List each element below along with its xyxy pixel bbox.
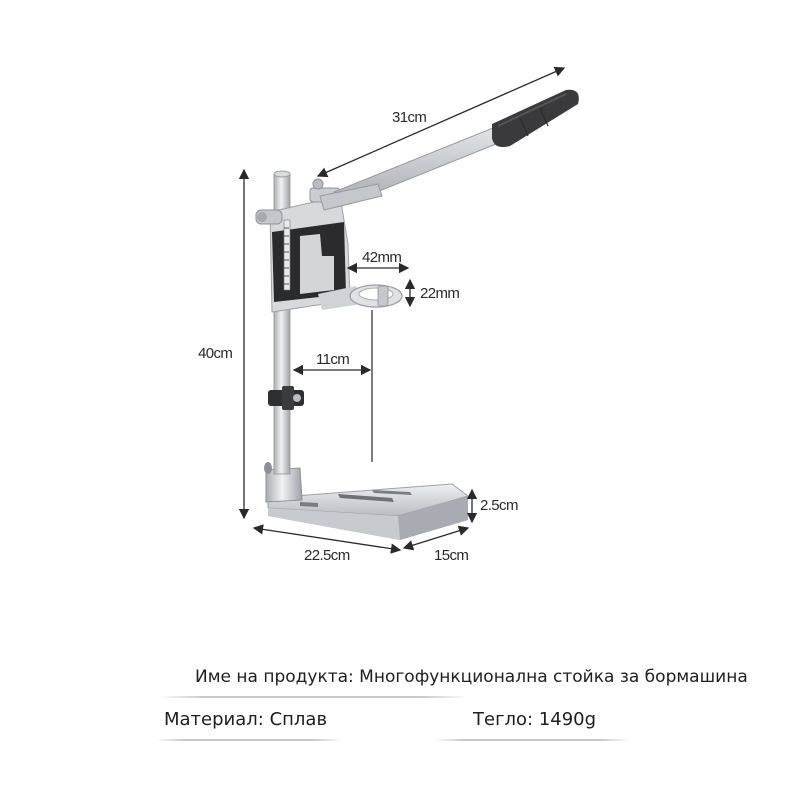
dim-line-handle-length (316, 66, 566, 178)
dim-line-base-length (252, 524, 402, 554)
dim-line-base-width (402, 525, 470, 551)
drill-clamp-ring (318, 284, 403, 310)
label-clamp-diameter: 42mm (362, 249, 401, 266)
dimension-lines (238, 66, 566, 554)
lever-grip (492, 89, 579, 147)
label-base-length: 22.5cm (304, 547, 350, 564)
divider-weight (434, 739, 630, 741)
label-base-thickness: 2.5cm (480, 497, 518, 514)
material-label: Материал: Сплав (164, 709, 328, 730)
depth-stop-collar (268, 386, 304, 410)
column-foot (264, 462, 303, 503)
weight-label: Тегло: 1490g (473, 709, 597, 730)
label-handle-length: 31cm (392, 109, 426, 126)
label-base-width: 15cm (434, 547, 468, 564)
label-clamp-height: 22mm (420, 285, 459, 302)
product-name: Име на продукта: Многофункционална стойк… (195, 667, 748, 687)
carriage-head (255, 178, 351, 313)
lever-arm (319, 125, 507, 211)
divider-product (158, 696, 468, 698)
divider-material (156, 739, 342, 741)
label-total-height: 40cm (198, 345, 232, 362)
label-throat-depth: 11cm (316, 351, 349, 368)
